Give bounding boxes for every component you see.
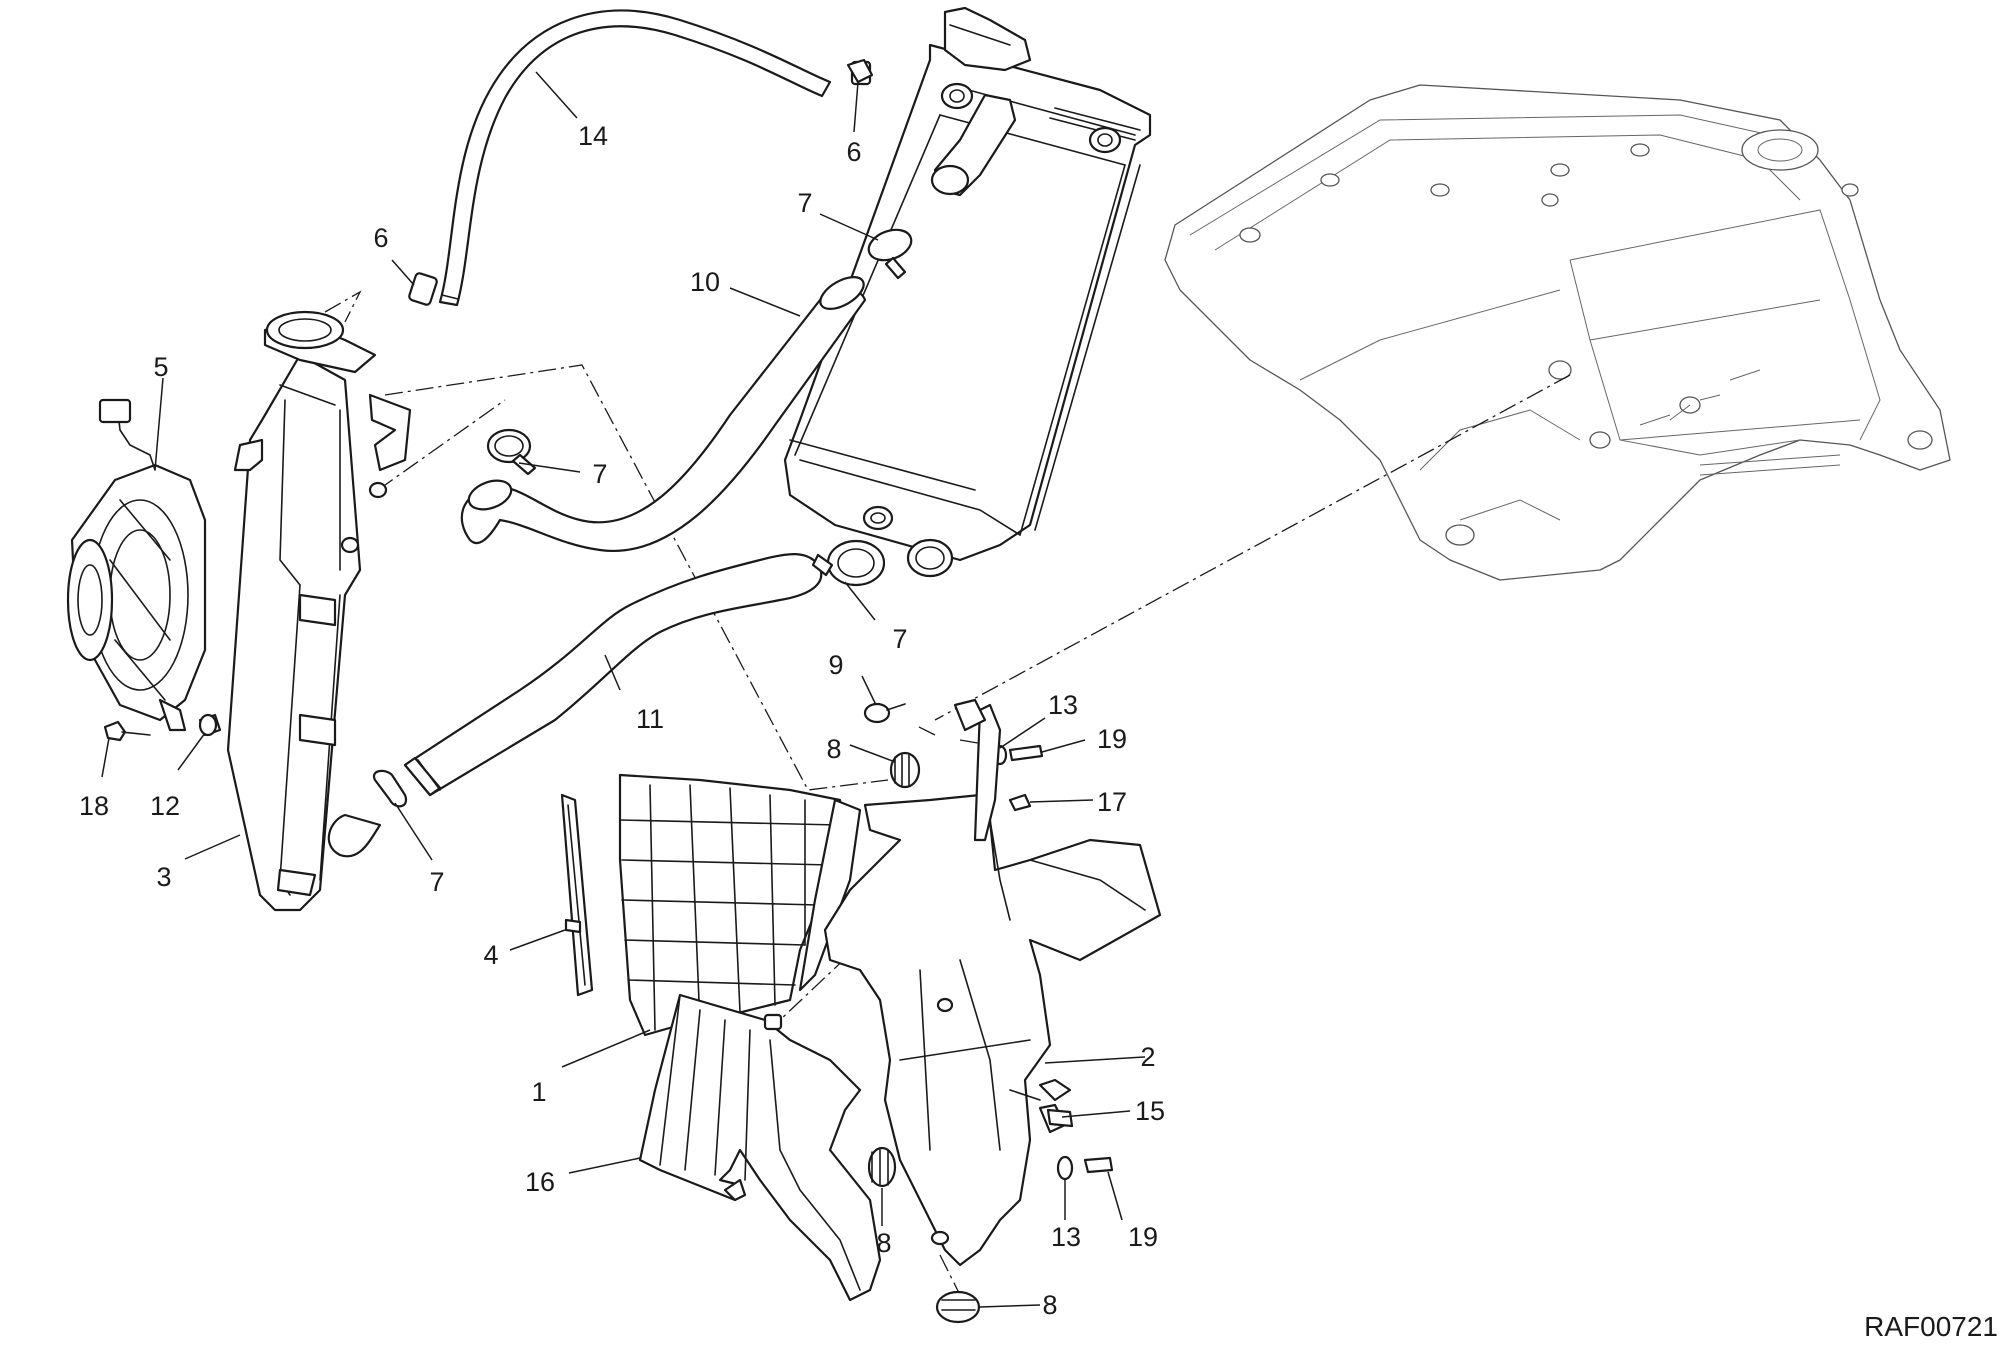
callout-leaders	[101, 71, 1146, 1308]
callout-8-middle: 8	[876, 1228, 891, 1258]
part-1-air-conveyor	[618, 773, 862, 1037]
callout-7-right: 7	[892, 624, 907, 654]
callout-19-upper: 19	[1097, 724, 1127, 754]
callout-7-top: 7	[797, 188, 812, 218]
fasteners	[103, 58, 1044, 812]
callout-12: 12	[150, 791, 180, 821]
callout-8-upper: 8	[826, 734, 841, 764]
callout-8-lower: 8	[1042, 1290, 1057, 1320]
left-radiator	[226, 310, 412, 912]
callout-7-lower: 7	[429, 867, 444, 897]
callout-6-upper: 6	[846, 137, 861, 167]
right-radiator	[783, 6, 1152, 578]
callout-5: 5	[153, 352, 168, 382]
callout-3: 3	[156, 862, 171, 892]
callout-16: 16	[525, 1167, 555, 1197]
part-5-cooling-fan	[66, 398, 207, 732]
callout-19-lower: 19	[1128, 1222, 1158, 1252]
part-10-hose	[460, 276, 867, 553]
callout-17: 17	[1097, 787, 1127, 817]
lower-fasteners	[867, 1103, 1114, 1324]
callout-4: 4	[483, 940, 498, 970]
callout-7-middle: 7	[592, 459, 607, 489]
callout-13-upper: 13	[1048, 690, 1078, 720]
callout-2: 2	[1140, 1042, 1155, 1072]
part-14-upper-hose	[408, 9, 872, 307]
callout-labels: 14 6 6 5 7 10 7 7 11 7 18 12 3 4 1 16 9 …	[79, 121, 1165, 1320]
callout-1: 1	[531, 1077, 546, 1107]
callout-15: 15	[1135, 1096, 1165, 1126]
callout-10: 10	[690, 267, 720, 297]
callout-11: 11	[636, 704, 664, 734]
part-4-grille	[560, 793, 594, 997]
motorcycle-frame	[1164, 84, 1951, 581]
drawing-reference-code: RAF00721	[1864, 1311, 1998, 1342]
part-16-inner-panel	[638, 993, 882, 1302]
part-2-side-fairing	[823, 698, 1162, 1267]
callout-6-lower: 6	[373, 223, 388, 253]
callout-14: 14	[578, 121, 608, 151]
callout-13-lower: 13	[1051, 1222, 1081, 1252]
hose-clamps	[372, 228, 913, 808]
callout-9: 9	[828, 650, 843, 680]
callout-18: 18	[79, 791, 109, 821]
